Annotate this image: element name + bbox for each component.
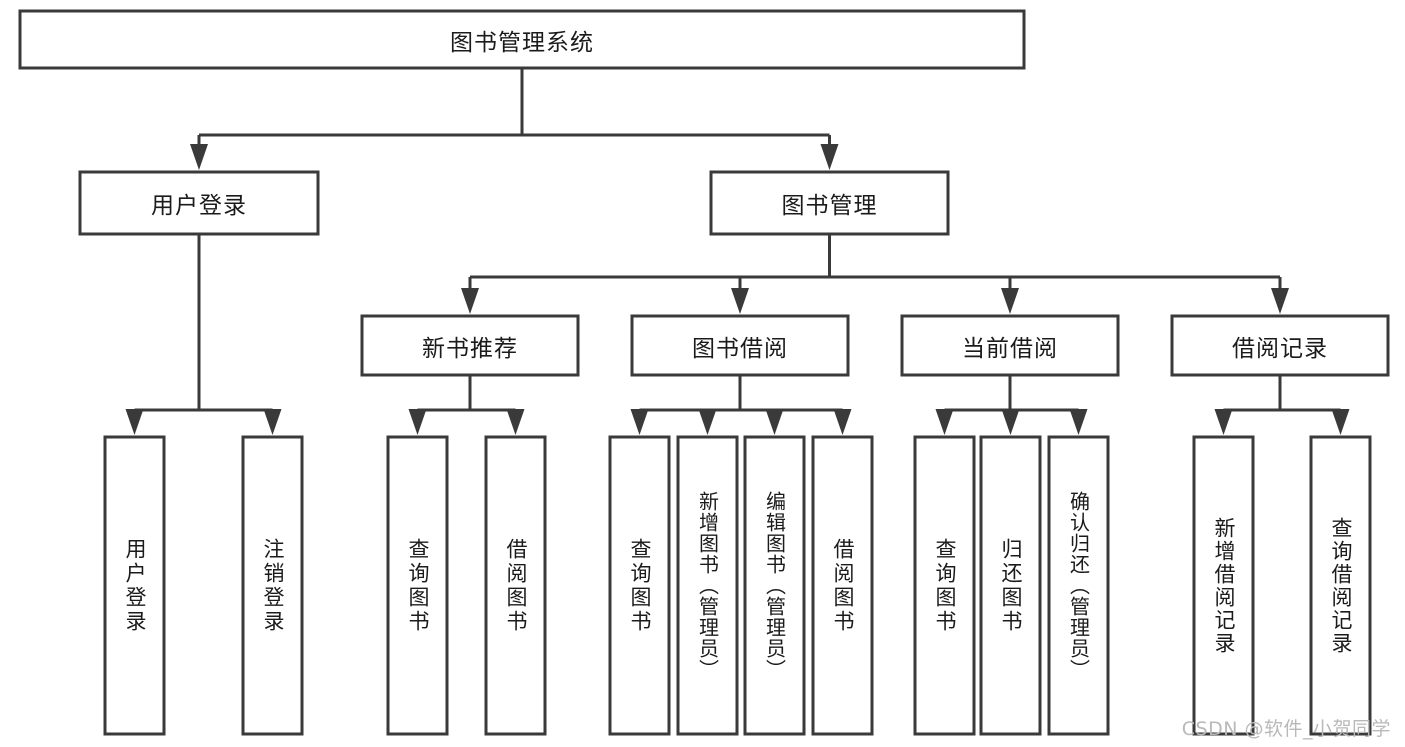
leaf-node-9[interactable] xyxy=(979,435,1042,736)
leaf-node-7[interactable] xyxy=(811,435,874,736)
level2-node-0[interactable] xyxy=(78,170,320,236)
arrowhead-level2-0 xyxy=(190,144,208,170)
arrowhead-0-leaf-0 xyxy=(408,409,427,435)
arrowhead-user-leaf-1 xyxy=(263,409,282,435)
leaf-node-0[interactable] xyxy=(103,435,166,736)
level2-node-1[interactable] xyxy=(709,170,950,236)
leaf-node-8[interactable] xyxy=(913,435,976,736)
leaf-node-5[interactable] xyxy=(676,435,739,736)
arrowhead-1-leaf-3 xyxy=(833,409,852,435)
leaf-node-1[interactable] xyxy=(241,435,304,736)
root-node-0[interactable] xyxy=(18,9,1026,70)
level3-node-3[interactable] xyxy=(1170,314,1390,377)
arrowhead-0-leaf-1 xyxy=(506,409,525,435)
leaf-node-6[interactable] xyxy=(743,435,806,736)
arrowhead-user-leaf-0 xyxy=(125,409,144,435)
watermark-text: CSDN @软件_小贺同学 xyxy=(1181,718,1391,740)
leaf-node-11[interactable] xyxy=(1192,435,1255,736)
leaf-node-10[interactable] xyxy=(1047,435,1110,736)
arrowhead-2-leaf-1 xyxy=(1001,409,1020,435)
node-layer xyxy=(18,9,1390,736)
arrowhead-level2-1 xyxy=(820,144,839,170)
arrowhead-1-leaf-1 xyxy=(698,409,717,435)
arrowhead-2-leaf-2 xyxy=(1069,409,1088,435)
leaf-node-3[interactable] xyxy=(484,435,547,736)
arrowhead-1-leaf-0 xyxy=(630,409,649,435)
arrowhead-2-leaf-0 xyxy=(935,409,954,435)
connector-layer xyxy=(125,68,1350,435)
arrowhead-level3-2 xyxy=(1001,288,1019,314)
level3-node-2[interactable] xyxy=(900,314,1120,377)
leaf-node-2[interactable] xyxy=(386,435,449,736)
arrowhead-3-leaf-1 xyxy=(1331,409,1350,435)
level3-node-0[interactable] xyxy=(360,314,580,377)
leaf-node-12[interactable] xyxy=(1309,435,1372,736)
arrowhead-1-leaf-2 xyxy=(765,409,784,435)
leaf-node-4[interactable] xyxy=(608,435,671,736)
arrowhead-3-leaf-0 xyxy=(1214,409,1233,435)
level3-node-1[interactable] xyxy=(630,314,850,377)
arrowhead-level3-0 xyxy=(461,288,479,314)
arrowhead-level3-3 xyxy=(1271,288,1289,314)
arrowhead-level3-1 xyxy=(731,288,749,314)
